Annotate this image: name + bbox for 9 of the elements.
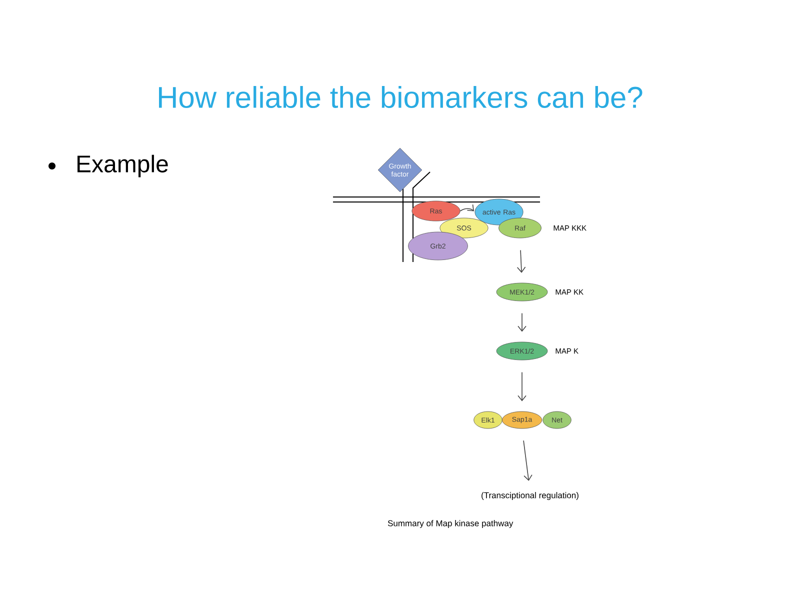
caption: Summary of Map kinase pathway <box>388 520 514 528</box>
node-text: (Transciptional regulation) <box>482 492 578 500</box>
bullet-text: Example <box>78 154 168 178</box>
arrow <box>460 204 474 212</box>
arrow <box>516 250 526 273</box>
title: How reliable the biomarkers can be? <box>159 86 642 108</box>
arrow <box>518 312 526 332</box>
arrow <box>523 440 532 481</box>
arrow <box>518 372 526 402</box>
